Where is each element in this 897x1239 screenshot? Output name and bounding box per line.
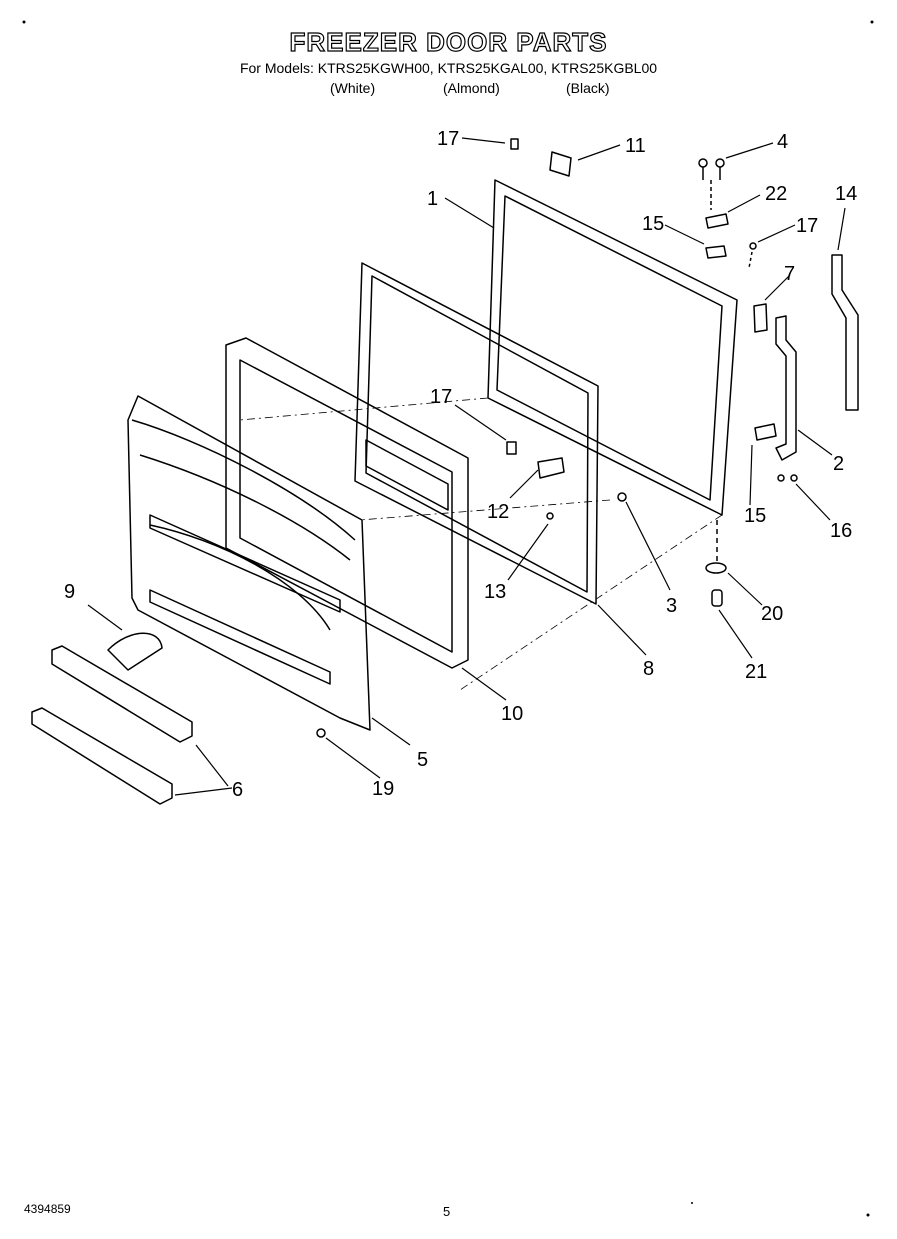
part-door-liner bbox=[127, 395, 371, 731]
page-number: 5 bbox=[443, 1204, 451, 1219]
callout-11: 11 bbox=[625, 135, 646, 157]
part-liner-frame bbox=[225, 337, 469, 669]
color-black: (Black) bbox=[566, 80, 610, 96]
callout-14: 14 bbox=[835, 183, 857, 205]
part-screw-19 bbox=[316, 728, 326, 738]
page-header: FREEZER DOOR PARTS For Models: KTRS25KGW… bbox=[0, 27, 897, 76]
part-washer bbox=[705, 562, 727, 574]
color-white: (White) bbox=[330, 80, 376, 96]
part-strip bbox=[831, 254, 859, 411]
callout-17-top: 17 bbox=[437, 128, 459, 150]
part-gasket bbox=[354, 262, 599, 605]
color-almond: (Almond) bbox=[443, 80, 500, 96]
callout-6: 6 bbox=[232, 779, 243, 801]
part-plug bbox=[506, 441, 517, 455]
part-hinge-bracket bbox=[775, 315, 797, 461]
part-hinge-shim bbox=[754, 423, 777, 441]
callout-8: 8 bbox=[643, 658, 654, 680]
callout-4: 4 bbox=[777, 131, 788, 153]
callout-3: 3 bbox=[666, 595, 677, 617]
part-bushing bbox=[711, 589, 723, 607]
callout-17-mid: 17 bbox=[430, 386, 452, 408]
part-screws-16 bbox=[777, 474, 798, 482]
page-title: FREEZER DOOR PARTS bbox=[289, 27, 608, 57]
part-top-plug bbox=[510, 138, 519, 150]
callout-15-top: 15 bbox=[642, 213, 664, 235]
part-center-screw bbox=[546, 512, 554, 520]
document-number: 4394859 bbox=[24, 1202, 71, 1216]
callout-20: 20 bbox=[761, 603, 783, 625]
callout-5: 5 bbox=[417, 749, 428, 771]
part-clip bbox=[107, 632, 163, 671]
part-spacer bbox=[753, 303, 768, 333]
callout-12: 12 bbox=[487, 501, 509, 523]
callout-1: 1 bbox=[427, 188, 438, 210]
part-top-hinge-hardware bbox=[698, 158, 757, 269]
callout-15-bottom: 15 bbox=[744, 505, 766, 527]
callout-16: 16 bbox=[830, 520, 852, 542]
callout-17-right: 17 bbox=[796, 215, 818, 237]
model-list: For Models: KTRS25KGWH00, KTRS25KGAL00, … bbox=[239, 60, 658, 76]
callout-13: 13 bbox=[484, 581, 506, 603]
callout-9: 9 bbox=[64, 581, 75, 603]
callout-10: 10 bbox=[501, 703, 523, 725]
callout-21: 21 bbox=[745, 661, 767, 683]
callout-2: 2 bbox=[833, 453, 844, 475]
callout-7: 7 bbox=[784, 263, 795, 285]
callout-22: 22 bbox=[765, 183, 787, 205]
part-nut bbox=[617, 492, 627, 502]
part-center-bracket bbox=[537, 457, 565, 479]
part-label bbox=[549, 151, 572, 177]
callout-19: 19 bbox=[372, 778, 394, 800]
part-bin-rails bbox=[31, 645, 193, 805]
